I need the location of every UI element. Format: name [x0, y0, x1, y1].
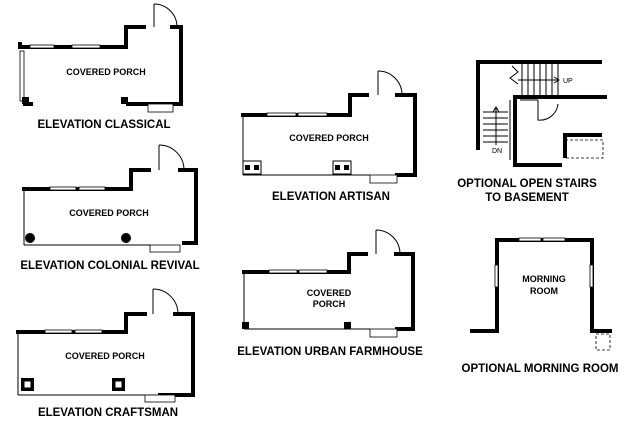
dashed-outline: [564, 139, 604, 159]
stair-arrow-head: [492, 106, 500, 113]
wall: [178, 168, 198, 245]
plan-colonial-revival: COVERED PORCH ELEVATION COLONIAL REVIVAL: [20, 144, 200, 272]
wall: [22, 168, 151, 191]
window: [542, 237, 566, 242]
window: [589, 264, 594, 288]
wall: [395, 93, 417, 177]
plan-caption: ELEVATION URBAN FARMHOUSE: [237, 346, 423, 358]
door-swing-arc: [152, 288, 179, 315]
window: [74, 329, 103, 334]
stair-up-label: UP: [563, 78, 573, 85]
column-post: [344, 165, 349, 170]
wall: [513, 95, 562, 167]
open-side: [19, 50, 25, 102]
wall: [242, 252, 368, 274]
wall: [16, 312, 147, 334]
column-core: [24, 381, 31, 388]
plan-morning-room: MORNING ROOM OPTIONAL MORNING ROOM: [462, 237, 619, 375]
wall: [241, 93, 369, 117]
window: [298, 269, 328, 274]
room-label: COVERED PORCH: [69, 208, 149, 218]
stair-down-label: DN: [492, 148, 502, 155]
column-core: [115, 381, 122, 388]
door-swing-arc: [153, 3, 178, 28]
door-swing-arc: [158, 144, 185, 171]
window: [71, 44, 101, 49]
room-label: COVERED PORCH: [66, 67, 146, 77]
window: [44, 329, 73, 334]
window: [49, 186, 77, 191]
room-label-line2: ROOM: [530, 286, 558, 296]
room-label: COVERED PORCH: [289, 133, 369, 143]
window: [518, 237, 542, 242]
stair-arrow-head: [553, 76, 560, 84]
plan-caption: ELEVATION COLONIAL REVIVAL: [20, 260, 199, 272]
window: [268, 269, 298, 274]
porch-column: [25, 233, 35, 243]
entry-step: [147, 103, 174, 113]
stairs-caption-line1: OPTIONAL OPEN STAIRS: [457, 178, 597, 190]
plan-caption: ELEVATION CLASSICAL: [37, 119, 170, 131]
porch-column: [344, 322, 351, 329]
entry-step: [369, 174, 398, 184]
plan-artisan: COVERED PORCH ELEVATION ARTISAN: [241, 70, 417, 203]
stairs-caption-line2: TO BASEMENT: [485, 192, 569, 204]
stair-break-line: [509, 65, 519, 85]
plan-caption: ELEVATION CRAFTSMAN: [38, 407, 178, 419]
plan-craftsman: COVERED PORCH ELEVATION CRAFTSMAN: [16, 288, 195, 419]
porch-column: [332, 160, 352, 175]
entry-step: [144, 394, 176, 403]
plan-caption: ELEVATION ARTISAN: [272, 191, 390, 203]
room-label: COVERED PORCH: [65, 351, 145, 361]
window: [297, 112, 328, 117]
porch-column: [242, 160, 262, 175]
porch-column: [121, 97, 128, 104]
column-post: [335, 165, 340, 170]
wall: [394, 252, 415, 331]
room-label-line1: MORNING: [522, 274, 566, 284]
closet-door: [537, 100, 559, 121]
porch-column: [121, 233, 131, 243]
wall: [158, 312, 195, 397]
window: [266, 112, 297, 117]
column-post: [245, 165, 250, 170]
window: [29, 44, 55, 49]
door-swing-arc: [377, 70, 403, 96]
window: [78, 186, 106, 191]
porch-column: [242, 322, 249, 329]
window: [494, 264, 499, 288]
plan-open-stairs: UP DN OPTIONAL OPEN STAIRS TO BASEMENT: [457, 60, 607, 204]
entry-step: [369, 328, 398, 338]
plan-urban-farmhouse: COVERED PORCH ELEVATION URBAN FARMHOUSE: [237, 229, 423, 358]
entry-step: [149, 244, 181, 253]
porch-column: [22, 97, 29, 104]
column-post: [254, 165, 259, 170]
dashed-step: [595, 333, 611, 351]
wall: [18, 25, 146, 49]
room-label-line2: PORCH: [313, 299, 346, 309]
room-label-line1: COVERED: [307, 288, 352, 298]
door-swing-arc: [375, 229, 401, 255]
plan-classical: COVERED PORCH ELEVATION CLASSICAL: [18, 3, 183, 131]
wall: [126, 25, 183, 106]
morning-caption: OPTIONAL MORNING ROOM: [462, 363, 619, 375]
